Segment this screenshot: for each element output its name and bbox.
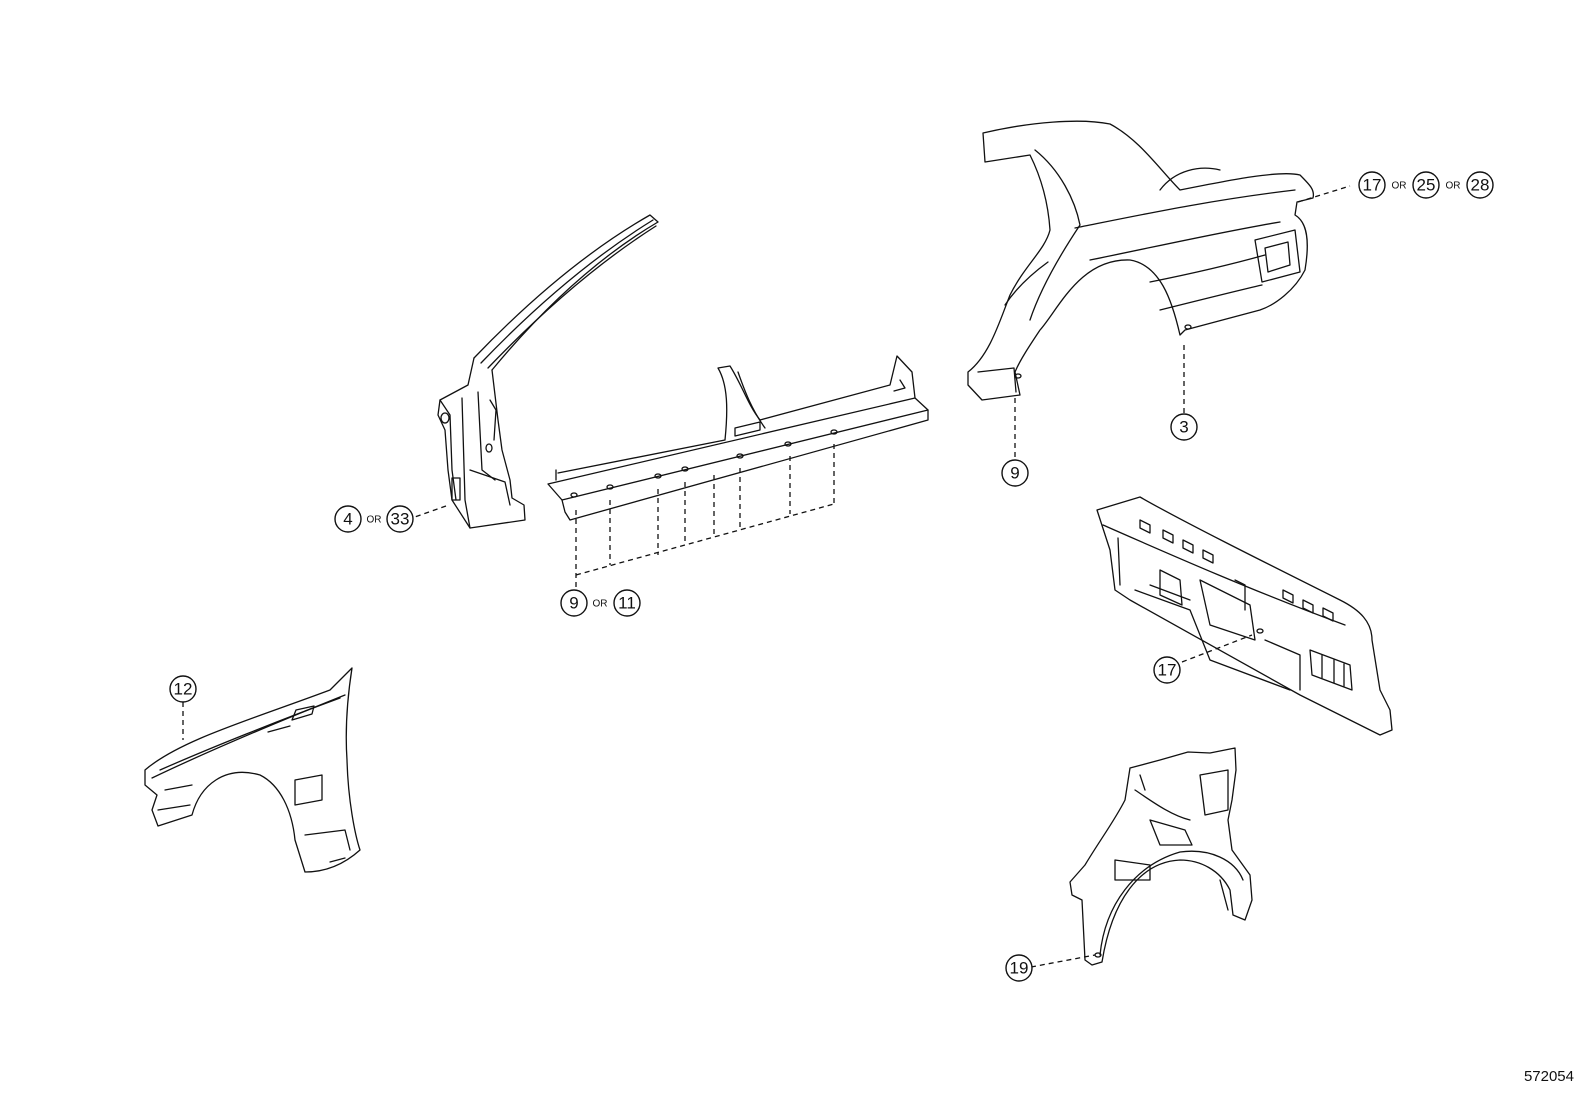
front-pillar-part <box>437 214 659 529</box>
leader-quarter-panel <box>1297 185 1351 203</box>
callout-quarter-panel: 17 OR 25 OR 28 <box>1358 171 1494 199</box>
callout-number: 9 <box>569 594 578 613</box>
callout-number: 33 <box>391 510 410 529</box>
callout-quarter-bottom: 3 <box>1170 413 1198 441</box>
callout-wheel-house: 19 <box>1005 954 1033 982</box>
leader-rocker-group <box>575 444 835 590</box>
callout-number: 17 <box>1158 661 1177 680</box>
or-label: OR <box>1392 181 1407 192</box>
callout-rocker: 9 OR 11 <box>560 589 641 617</box>
leader-wheel-house <box>1030 954 1096 968</box>
callout-front-pillar: 4 OR 33 <box>334 505 414 533</box>
callout-number: 12 <box>174 680 193 699</box>
or-label: OR <box>1446 181 1461 192</box>
callout-number: 25 <box>1417 176 1436 195</box>
callout-number: 19 <box>1010 959 1029 978</box>
front-fender-part <box>144 667 361 873</box>
wheel-house-part <box>1069 747 1253 966</box>
or-label: OR <box>367 515 382 526</box>
callout-number: 4 <box>343 510 352 529</box>
figure-id: 572054 <box>1523 1068 1574 1085</box>
callout-number: 3 <box>1179 418 1188 437</box>
leader-back-panel <box>1181 634 1253 663</box>
callout-fender: 12 <box>169 675 197 703</box>
callout-number: 17 <box>1363 176 1382 195</box>
leader-lines <box>182 185 1351 968</box>
back-panel-part <box>1096 496 1393 736</box>
callout-number: 11 <box>618 594 636 613</box>
or-label: OR <box>593 599 608 610</box>
callout-number: 9 <box>1010 464 1019 483</box>
callout-quarter-front: 9 <box>1001 459 1029 487</box>
callout-back-panel: 17 <box>1153 656 1181 684</box>
callout-number: 28 <box>1471 176 1490 195</box>
quarter-panel-part <box>967 120 1315 401</box>
rocker-panel-part <box>547 355 929 521</box>
leader-front-pillar <box>411 505 447 519</box>
